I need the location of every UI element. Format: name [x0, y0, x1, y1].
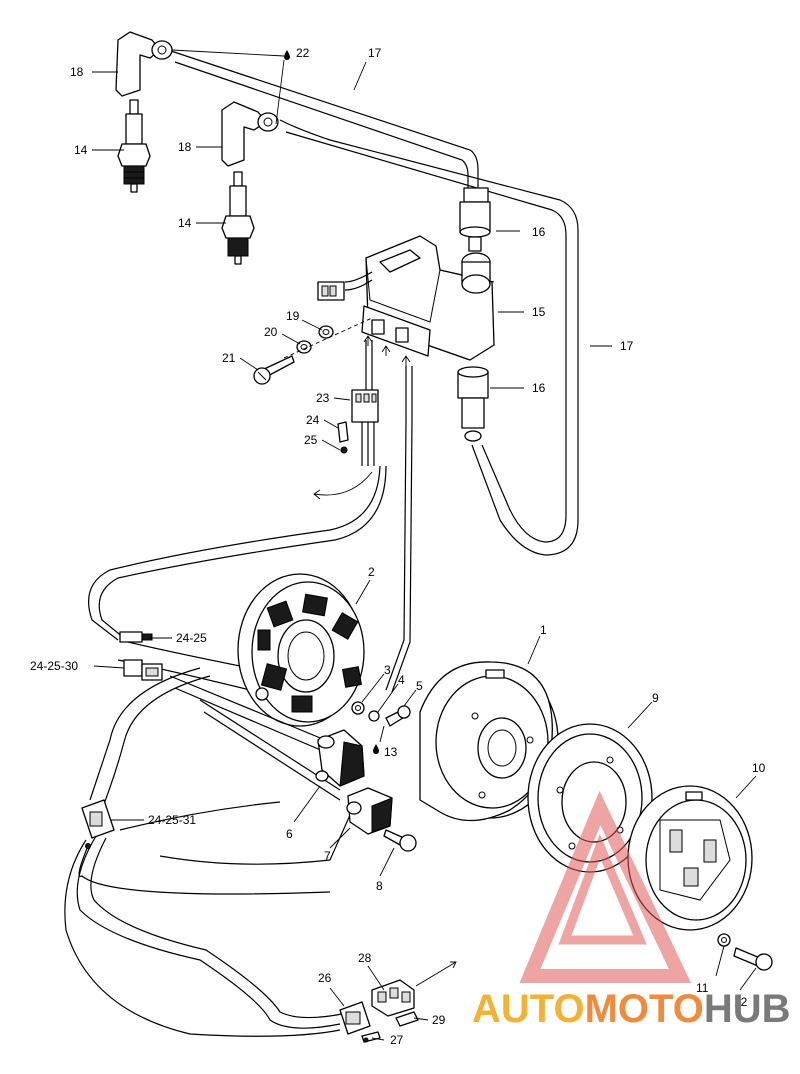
callout-7: 7 [324, 849, 331, 863]
callout-9: 9 [652, 691, 659, 705]
spark-plug-14-upper [117, 99, 151, 193]
callout-29: 29 [432, 1013, 446, 1027]
callout-15: 15 [532, 305, 546, 319]
spark-plug-14-lower [221, 171, 255, 265]
terminal-27 [361, 1031, 381, 1043]
watermark-auto: AUTO [472, 987, 585, 1031]
callout-24: 24 [306, 413, 320, 427]
washer-4 [368, 710, 380, 722]
callout-17-right: 17 [620, 339, 634, 353]
callout-24-25: 24-25 [176, 631, 207, 645]
callout-6: 6 [286, 827, 293, 841]
callout-10: 10 [752, 761, 766, 775]
callout-23: 23 [316, 391, 330, 405]
mount-axis-line [283, 317, 373, 359]
connector-28 [371, 979, 415, 1017]
callout-20: 20 [264, 325, 278, 339]
screw-8 [383, 829, 417, 852]
spark-plug-cap-18-upper [115, 31, 173, 97]
watermark-logo: AUTOMOTOHUB [472, 790, 791, 1031]
callout-24-25-30: 24-25-30 [30, 659, 78, 673]
coil-connector [317, 271, 373, 301]
callout-17-upper: 17 [368, 46, 382, 60]
watermark-text: AUTOMOTOHUB [472, 987, 791, 1031]
callout-26: 26 [318, 971, 332, 985]
callout-22: 22 [296, 46, 310, 60]
pickup-7 [346, 787, 393, 835]
callout-25: 25 [304, 433, 318, 447]
watermark-triangle-icon [519, 790, 692, 983]
callout-3: 3 [384, 663, 391, 677]
callout-11: 11 [696, 981, 709, 995]
callout-1: 1 [540, 623, 547, 637]
ht-boot-16-lower [457, 366, 489, 442]
terminal-29 [395, 1011, 419, 1027]
harness-connector-24-25 [119, 631, 153, 643]
rotor-cover-10 [627, 785, 753, 931]
callout-4: 4 [398, 673, 405, 687]
screw-5 [385, 705, 411, 727]
flywheel-1 [419, 661, 559, 822]
connector-arrow [415, 961, 457, 987]
callout-labels: 18 14 18 14 22 17 16 15 16 17 19 20 21 2… [30, 46, 766, 1047]
stator-2 [237, 573, 365, 727]
callout-27: 27 [390, 1033, 404, 1047]
grease-drop-icon-13 [373, 744, 379, 754]
callout-8: 8 [376, 879, 383, 893]
callout-14-upper: 14 [74, 143, 88, 157]
harness-connector-24-25-31 [81, 799, 115, 849]
callout-19: 19 [286, 309, 300, 323]
screw-21 [253, 355, 295, 385]
callout-16-upper: 16 [532, 225, 546, 239]
callout-16-lower: 16 [532, 381, 546, 395]
callout-14-lower: 14 [178, 216, 192, 230]
washer-11 [717, 933, 731, 947]
routing-arrows [313, 335, 411, 500]
leader-lines [92, 49, 757, 1041]
callout-21: 21 [222, 351, 236, 365]
callout-18-upper: 18 [70, 65, 84, 79]
connector-23 [351, 340, 379, 466]
washer-3 [351, 701, 365, 715]
spark-plug-cap-18-lower [221, 101, 279, 167]
callout-5: 5 [416, 679, 423, 693]
connector-26 [339, 1001, 371, 1035]
ht-boot-16-upper [459, 187, 491, 252]
seal-25 [340, 446, 348, 454]
callout-18-lower: 18 [178, 140, 192, 154]
grease-drop-icon-22 [284, 50, 290, 60]
washer-20 [296, 340, 312, 354]
callout-24-25-31: 24-25-31 [148, 813, 196, 827]
wiring-harness [64, 366, 413, 1037]
high-tension-wire-17 [167, 49, 579, 556]
washer-19 [318, 325, 334, 339]
terminal-24 [337, 421, 349, 443]
pickup-coil [315, 729, 365, 787]
callout-2: 2 [368, 565, 375, 579]
screw-12 [733, 947, 773, 971]
callout-13: 13 [384, 745, 398, 759]
watermark-hub: HUB [704, 987, 791, 1031]
ignition-coil-15 [361, 235, 495, 361]
harness-connector-24-25-30 [123, 659, 163, 681]
callout-12: 12 [734, 995, 748, 1009]
watermark-moto: MOTO [585, 987, 704, 1031]
callout-28: 28 [358, 951, 372, 965]
